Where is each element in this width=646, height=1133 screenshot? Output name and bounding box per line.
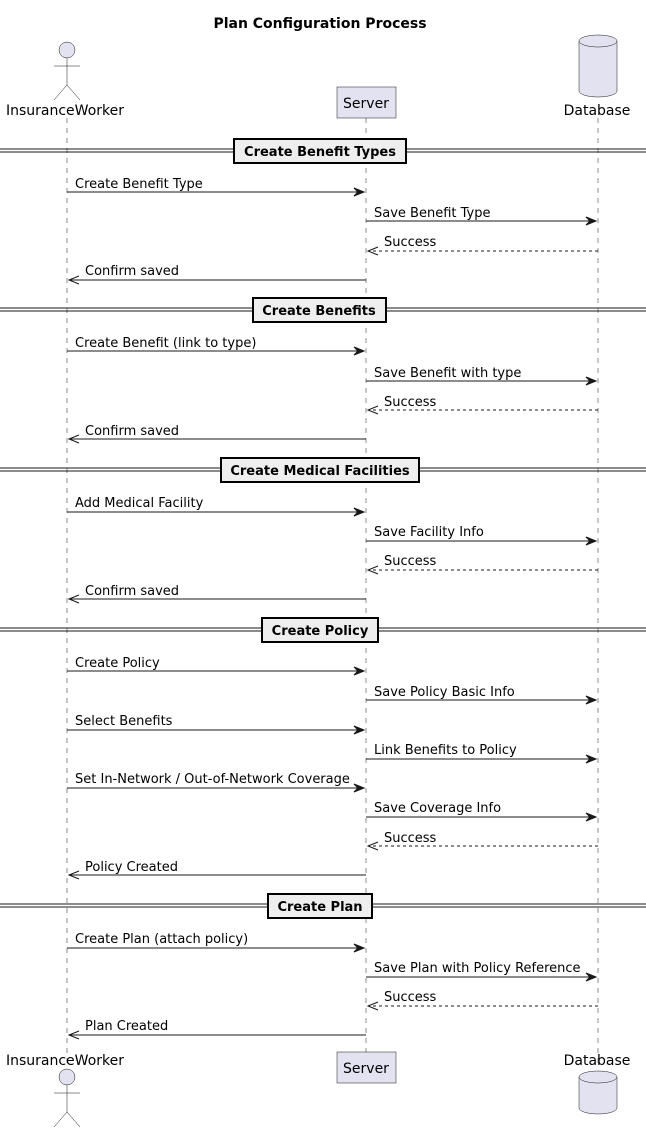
return-arrow: Success [366, 831, 598, 851]
actor-icon [53, 1068, 81, 1128]
message-label: Save Benefit Type [374, 206, 490, 221]
section-divider: Create Plan [0, 893, 646, 919]
message-arrow: Save Facility Info [366, 525, 598, 546]
section-divider: Create Benefit Types [0, 138, 646, 164]
message-label: Success [384, 831, 437, 846]
message-label: Success [384, 395, 437, 410]
message-label: Set In-Network / Out-of-Network Coverage [75, 772, 350, 787]
message-arrow: Create Benefit (link to type) [67, 336, 366, 356]
participant-server-bottom: Server [336, 1051, 397, 1084]
participant-server-top: Server [336, 86, 397, 119]
return-arrow: Success [366, 990, 598, 1011]
participant-worker-bottom: InsuranceWorker [6, 1053, 124, 1128]
section-divider: Create Medical Facilities [0, 457, 646, 483]
message-arrow: Create Plan (attach policy) [67, 932, 366, 953]
message-label: Confirm saved [85, 584, 179, 599]
message-arrow: Save Benefit Type [366, 206, 598, 226]
participant-label-server: Server [343, 1061, 389, 1077]
message-label: Success [384, 990, 437, 1005]
database-icon [578, 34, 618, 98]
database-icon [578, 1070, 618, 1115]
message-label: Save Benefit with type [374, 366, 521, 381]
message-arrow: Create Policy [67, 656, 366, 676]
message-label: Success [384, 235, 437, 250]
message-label: Confirm saved [85, 424, 179, 439]
message-label: Add Medical Facility [75, 496, 204, 511]
message-arrow: Confirm saved [67, 264, 366, 285]
message-arrow: Set In-Network / Out-of-Network Coverage [67, 772, 366, 793]
message-arrow: Link Benefits to Policy [366, 743, 598, 764]
message-label: Save Facility Info [374, 525, 484, 540]
message-label: Plan Created [85, 1019, 168, 1034]
participant-database-bottom: Database [564, 1053, 631, 1115]
participant-worker-top: InsuranceWorker [6, 41, 124, 119]
message-label: Create Benefit (link to type) [75, 336, 256, 351]
participant-label-database: Database [564, 1053, 631, 1069]
message-arrow: Save Policy Basic Info [366, 685, 598, 705]
participant-label-worker: InsuranceWorker [6, 1053, 124, 1069]
message-label: Save Plan with Policy Reference [374, 961, 581, 976]
section-label: Create Benefit Types [244, 145, 396, 160]
message-arrow: Confirm saved [67, 424, 366, 444]
participant-database-top: Database [564, 34, 631, 119]
message-label: Select Benefits [75, 714, 173, 729]
diagram-title: Plan Configuration Process [213, 16, 426, 32]
message-label: Create Plan (attach policy) [75, 932, 248, 947]
message-label: Create Policy [75, 656, 160, 671]
message-arrow: Policy Created [67, 860, 366, 880]
message-label: Success [384, 554, 437, 569]
message-label: Save Coverage Info [374, 801, 501, 816]
message-arrow: Add Medical Facility [67, 496, 366, 517]
section-label: Create Policy [272, 624, 369, 639]
section-divider: Create Policy [0, 617, 646, 643]
message-label: Link Benefits to Policy [374, 743, 517, 758]
return-arrow: Success [366, 235, 598, 256]
message-arrow: Save Benefit with type [366, 366, 598, 386]
participant-label-server: Server [343, 96, 389, 112]
section-label: Create Medical Facilities [230, 464, 410, 479]
return-arrow: Success [366, 395, 598, 415]
participant-label-worker: InsuranceWorker [6, 103, 124, 119]
message-label: Policy Created [85, 860, 178, 875]
section-label: Create Benefits [262, 304, 376, 319]
section-label: Create Plan [277, 900, 362, 915]
message-label: Create Benefit Type [75, 177, 203, 192]
message-arrow: Create Benefit Type [67, 177, 366, 197]
return-arrow: Success [366, 554, 598, 575]
message-label: Confirm saved [85, 264, 179, 279]
message-arrow: Save Coverage Info [366, 801, 598, 822]
message-label: Save Policy Basic Info [374, 685, 515, 700]
section-divider: Create Benefits [0, 297, 646, 323]
message-arrow: Plan Created [67, 1019, 366, 1040]
participant-label-database: Database [564, 103, 631, 119]
actor-icon [53, 41, 81, 101]
message-arrow: Select Benefits [67, 714, 366, 735]
message-arrow: Save Plan with Policy Reference [366, 961, 598, 982]
message-arrow: Confirm saved [67, 584, 366, 604]
